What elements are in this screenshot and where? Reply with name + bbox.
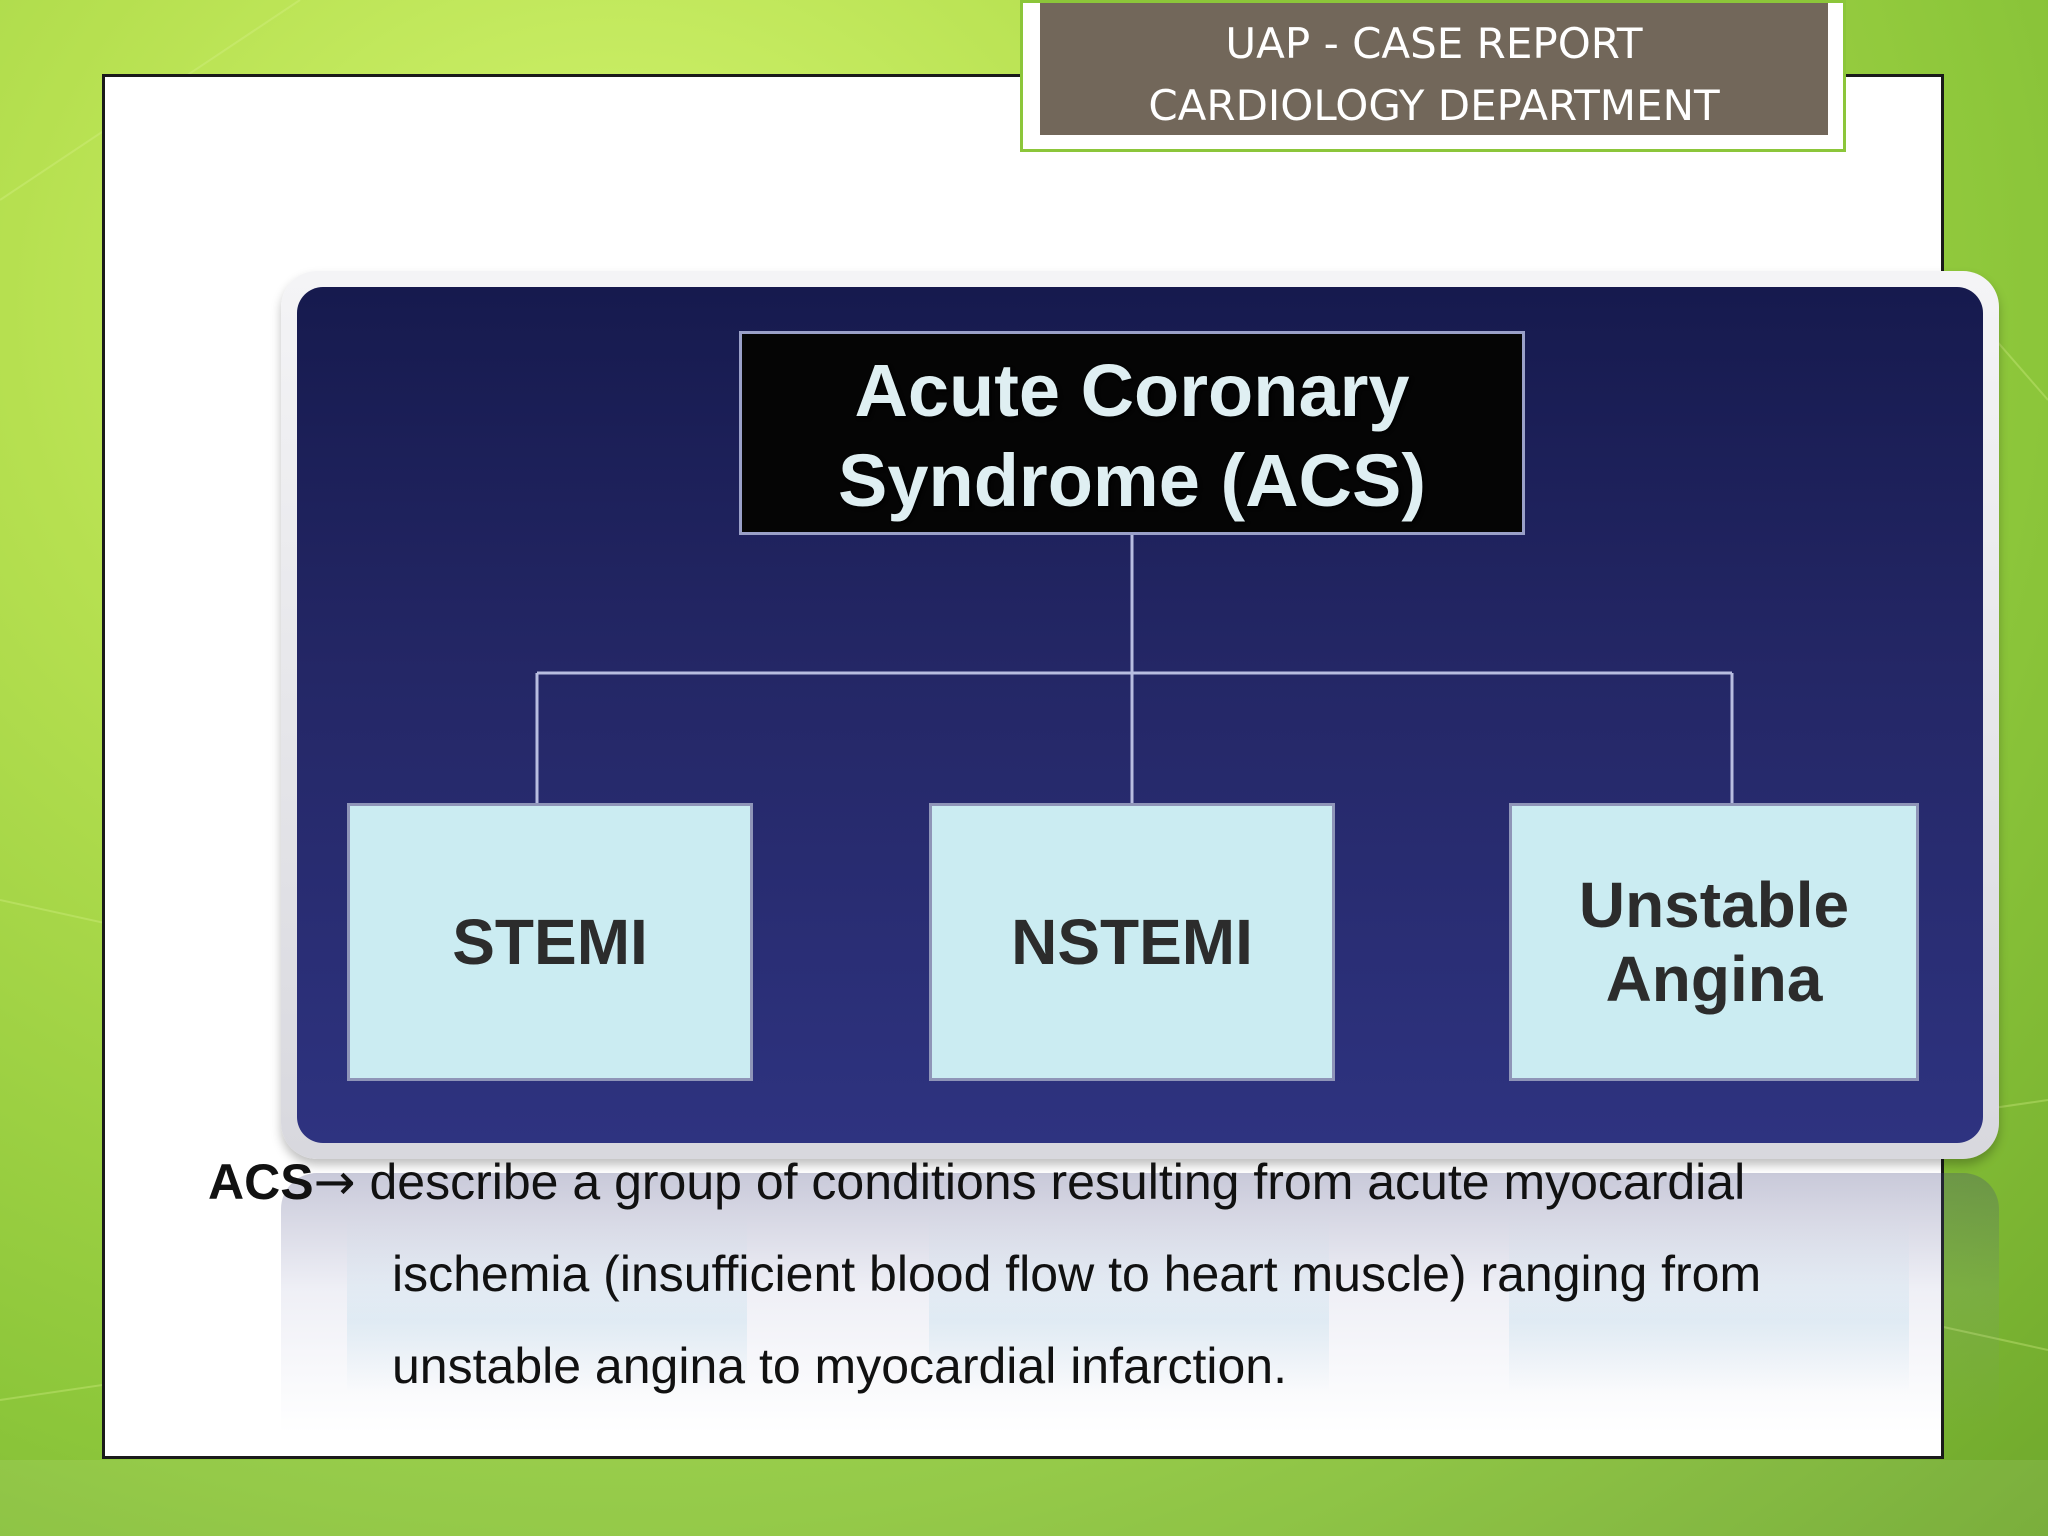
root-node-line1: Acute Coronary xyxy=(854,349,1410,432)
acs-description: ACS→describe a group of conditions resul… xyxy=(208,1136,1848,1412)
connector-lines xyxy=(535,535,1734,803)
node-stemi-label: STEMI xyxy=(452,906,648,978)
reflection-nstemi xyxy=(929,1213,1329,1393)
root-node-line2: Syndrome (ACS) xyxy=(838,439,1426,522)
description-line-3: unstable angina to myocardial infarction… xyxy=(392,1338,1287,1394)
header-banner: UAP - CASE REPORT CARDIOLOGY DEPARTMENT xyxy=(1040,3,1828,135)
node-unstable-angina: Unstable Angina xyxy=(1509,803,1919,1081)
node-nstemi: NSTEMI xyxy=(929,803,1335,1081)
reflection-stemi xyxy=(347,1213,747,1393)
header-subtitle: CARDIOLOGY DEPARTMENT xyxy=(1148,81,1720,130)
reflection-unstable-angina xyxy=(1509,1213,1909,1393)
slide-content-area: Acute Coronary Syndrome (ACS) STEMI NSTE… xyxy=(102,74,1999,1459)
diagram-panel: Acute Coronary Syndrome (ACS) STEMI NSTE… xyxy=(297,287,1983,1143)
description-line-2: ischemia (insufficient blood flow to hea… xyxy=(392,1246,1762,1302)
description-text-1: describe a group of conditions resulting… xyxy=(369,1154,1746,1210)
node-stemi: STEMI xyxy=(347,803,753,1081)
node-acute-coronary-syndrome: Acute Coronary Syndrome (ACS) xyxy=(739,331,1525,535)
header-box: UAP - CASE REPORT CARDIOLOGY DEPARTMENT xyxy=(1020,0,1846,152)
diagram-reflection xyxy=(281,1173,1999,1433)
node-unstable-angina-line1: Unstable xyxy=(1578,869,1850,941)
diagram-frame: Acute Coronary Syndrome (ACS) STEMI NSTE… xyxy=(281,271,1999,1159)
description-term: ACS xyxy=(208,1154,314,1210)
node-nstemi-label: NSTEMI xyxy=(1011,906,1253,978)
arrow-right-icon: → xyxy=(313,1153,356,1211)
description-line-1: ACS→describe a group of conditions resul… xyxy=(208,1136,1848,1228)
node-unstable-angina-line2: Angina xyxy=(1605,943,1823,1015)
header-title: UAP - CASE REPORT xyxy=(1225,19,1643,68)
